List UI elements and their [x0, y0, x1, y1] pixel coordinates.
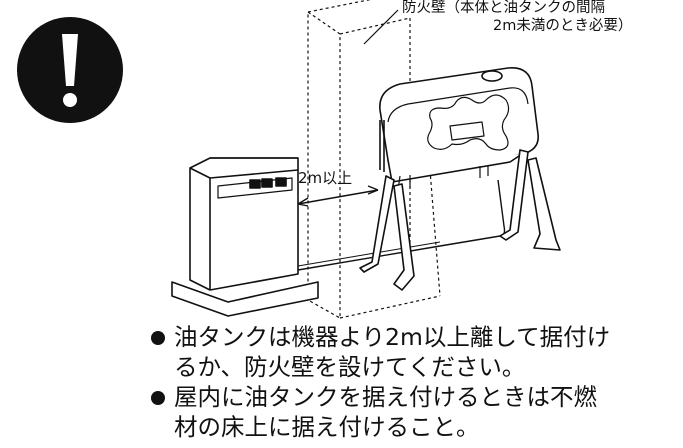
- tank-stand: [359, 120, 561, 291]
- list-item-line: 油タンクは機器より2m以上離して据付け: [174, 323, 611, 351]
- instruction-list: 油タンクは機器より2m以上離して据付け るか、防火壁を設けてください。 屋内に油…: [150, 322, 680, 442]
- warning-exclamation-icon: [17, 17, 123, 123]
- list-item-line: 屋内に油タンクを据え付けるときは不燃: [174, 383, 597, 411]
- list-item: 油タンクは機器より2m以上離して据付け るか、防火壁を設けてください。: [150, 322, 680, 382]
- list-item-line: るか、防火壁を設けてください。: [174, 353, 526, 381]
- appliance-unit: [171, 157, 319, 317]
- oil-tank: [379, 67, 539, 191]
- installation-diagram: [171, 0, 561, 319]
- fire-wall-callout-line2: 2m未満のとき必要）: [493, 18, 633, 34]
- distance-arrow: [297, 185, 379, 207]
- list-item: 屋内に油タンクを据え付けるときは不燃 材の床上に据え付けること。: [150, 382, 680, 442]
- fire-wall-callout-line1: 防火壁（本体と油タンクの間隔: [402, 0, 605, 16]
- bullet-dot-icon: [151, 391, 165, 405]
- bullet-dot-icon: [151, 331, 165, 345]
- callout-leader: [363, 9, 399, 45]
- distance-label: 2m以上: [298, 169, 353, 187]
- list-item-line: 材の床上に据え付けること。: [174, 413, 480, 441]
